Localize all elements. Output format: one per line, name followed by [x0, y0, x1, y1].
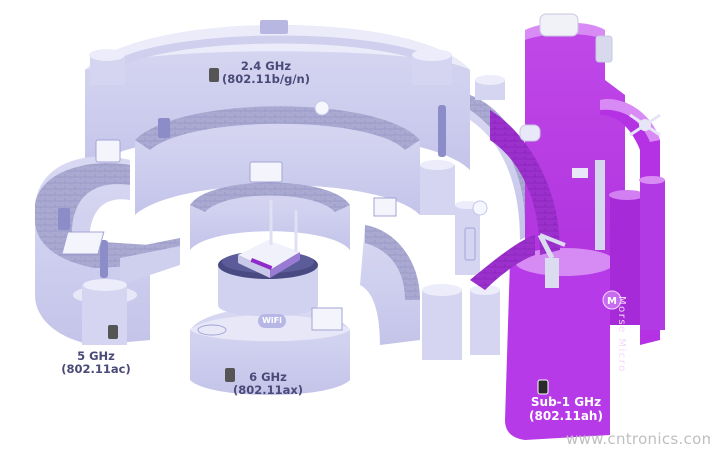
tv-icon [249, 161, 283, 183]
svg-text:M: M [607, 296, 617, 307]
watermark: www.cntronics.com [566, 430, 710, 448]
router-icon [238, 200, 300, 278]
device-tall-icon [464, 227, 476, 261]
chip-icons [108, 68, 549, 395]
lightbulb-icon [314, 100, 330, 116]
label-6ghz-std: (802.11ax) [232, 383, 304, 398]
chip-sub1ghz-icon [537, 379, 549, 395]
pillars [82, 49, 505, 360]
label-sub1ghz-std: (802.11ah) [529, 408, 603, 423]
chip-5ghz-icon [108, 325, 118, 339]
brand-label: Morse Micro [616, 296, 627, 373]
chip-6ghz-icon [225, 368, 235, 382]
laptop-icon [260, 20, 288, 34]
car-icon [539, 13, 579, 37]
label-5ghz-freq: 5 GHz [77, 349, 115, 363]
person-icon [100, 240, 108, 278]
speaker-icon [158, 118, 170, 138]
label-5ghz-std: (802.11ac) [61, 362, 131, 377]
band-5ghz-inner [120, 238, 180, 285]
robot-arm-icon [537, 233, 566, 288]
camera-icon [572, 168, 588, 178]
speaker-left-icon [58, 208, 70, 230]
pole-icon [595, 160, 605, 250]
label-sub1ghz-freq: Sub-1 GHz [530, 395, 602, 409]
label-2-4ghz: 2.4 GHz (802.11b/g/n) [216, 59, 316, 87]
person-right-icon [438, 105, 446, 157]
label-6ghz: 6 GHz (802.11ax) [228, 370, 308, 398]
device-icons [58, 13, 661, 336]
wifi-badge: WiFi [258, 314, 286, 328]
band-2-4ghz-inner-arch [135, 106, 420, 215]
charger-icon [595, 35, 613, 63]
label-2-4ghz-freq: 2.4 GHz [240, 59, 292, 73]
monitor-icon [95, 139, 121, 163]
band-sub1ghz: M [470, 22, 665, 440]
robot-vacuum-icon [197, 324, 227, 336]
chip-2-4ghz-icon [209, 68, 219, 82]
laptop-6ghz-icon [311, 307, 343, 331]
monitor-left-icon [61, 231, 105, 255]
label-6ghz-freq: 6 GHz [249, 370, 287, 384]
drone-icon [629, 113, 661, 137]
label-sub1ghz: Sub-1 GHz (802.11ah) [526, 395, 606, 424]
label-2-4ghz-std: (802.11b/g/n) [222, 72, 310, 87]
label-5ghz: 5 GHz (802.11ac) [56, 349, 136, 377]
lightbulb-right-icon [472, 200, 488, 216]
sensor-icon [519, 124, 541, 142]
tv-right-icon [373, 197, 397, 217]
